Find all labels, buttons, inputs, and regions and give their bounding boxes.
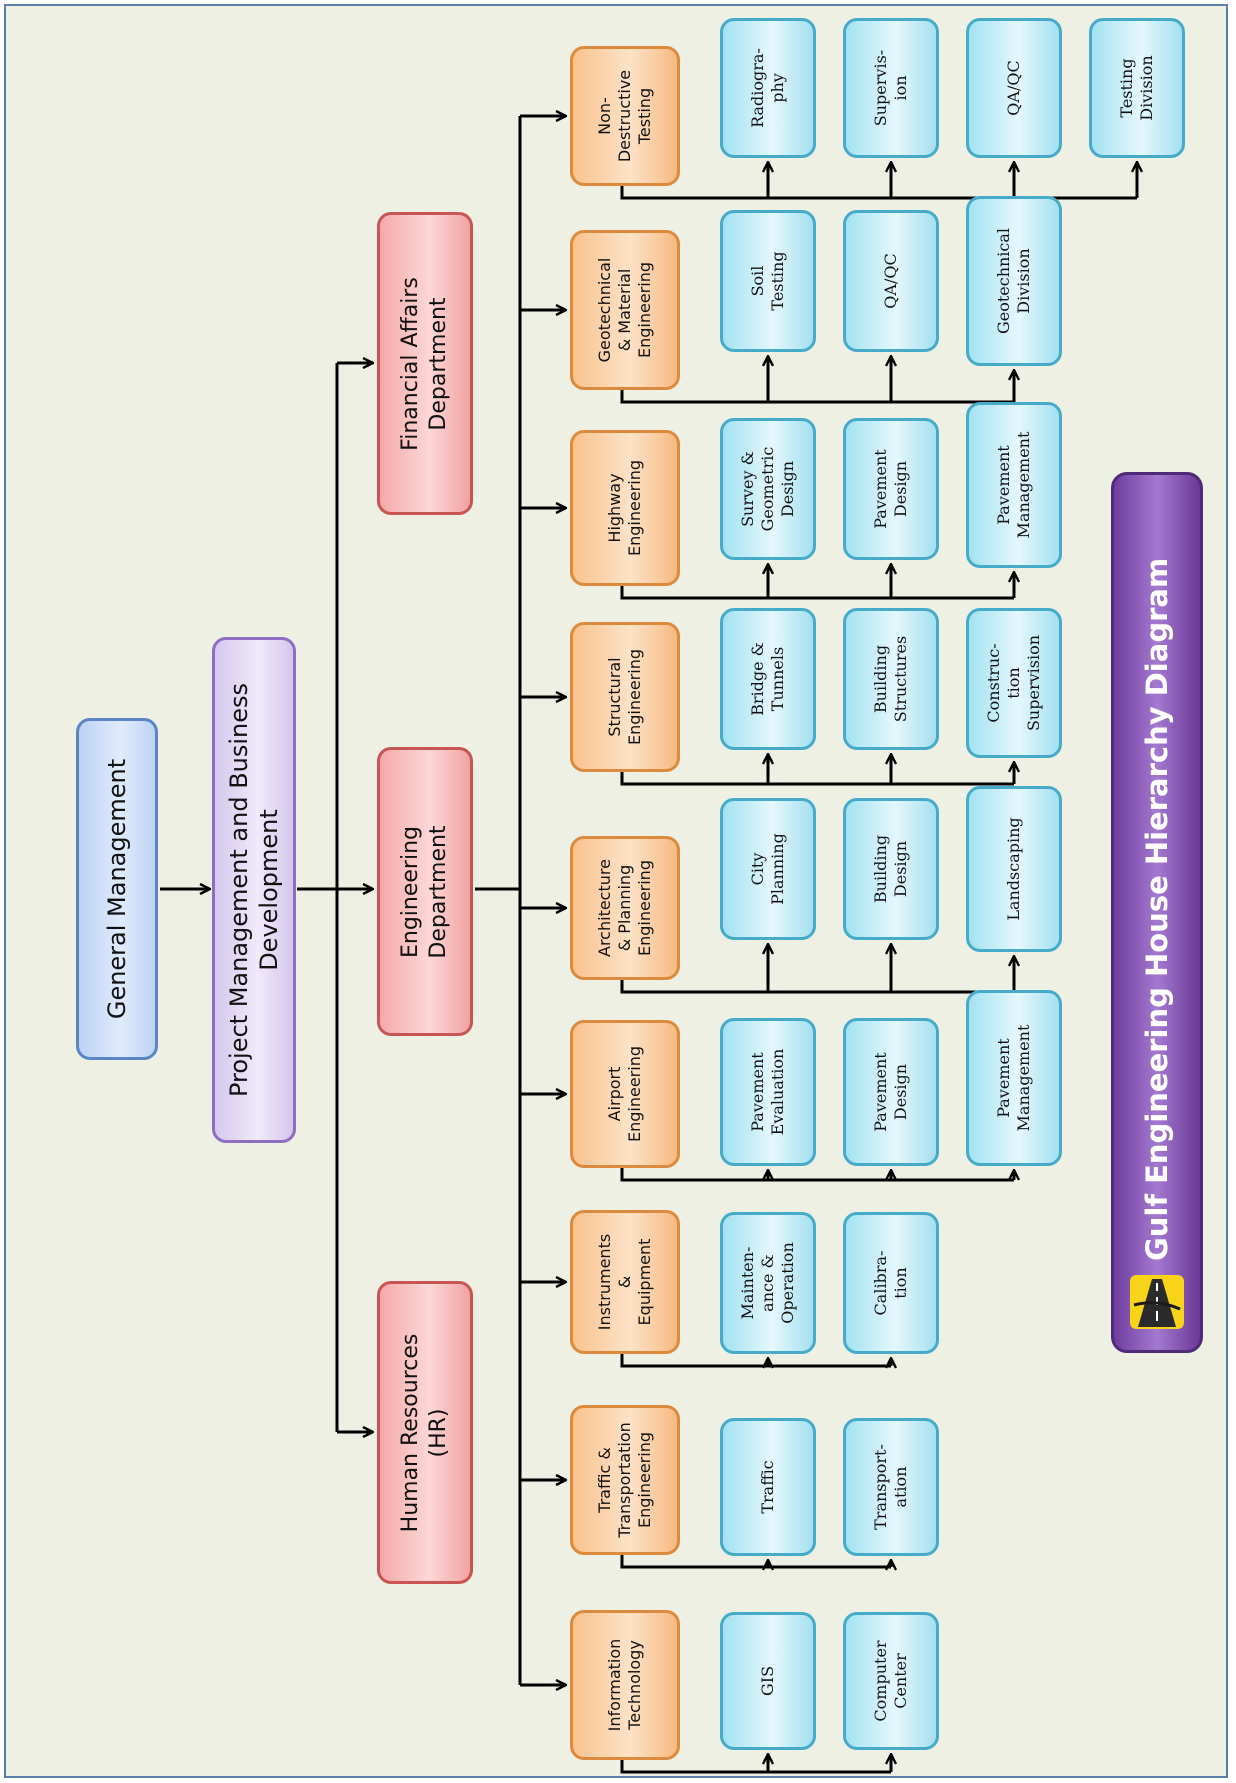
connector-bus-structural — [620, 772, 1014, 786]
division-traffic-label: Traffic & Transportation Engineering — [595, 1422, 654, 1538]
unit-ndt-1: Supervis- ion — [843, 18, 939, 158]
unit-structural-0: Bridge & Tunnels — [720, 608, 816, 750]
unit-architecture-0-label: City Planning — [748, 833, 787, 905]
unit-ndt-3-label: Testing Division — [1117, 55, 1156, 121]
general-management-box: General Management — [76, 718, 158, 1060]
connector-bus-geotechnical — [620, 390, 1014, 404]
road-logo-icon — [1130, 1274, 1184, 1329]
unit-geotechnical-1: QA/QC — [843, 210, 939, 352]
general-management-box-label: General Management — [103, 758, 131, 1020]
project-management-box-label: Project Management and Business Developm… — [225, 682, 283, 1098]
unit-airport-0: Pavement Evaluation — [720, 1018, 816, 1166]
unit-instruments-0: Mainten- ance & Operation — [720, 1212, 816, 1354]
unit-airport-2-label: Pavement Management — [994, 1024, 1033, 1132]
division-ndt-label: Non- Destructive Testing — [595, 69, 654, 163]
connector-bus-airport — [620, 1168, 1014, 1182]
division-structural-label: Structural Engineering — [605, 649, 644, 745]
division-highway-label: Highway Engineering — [605, 460, 644, 556]
division-airport: Airport Engineering — [570, 1020, 680, 1168]
unit-architecture-1-label: Building Design — [871, 834, 910, 904]
department-engineering-label: Engineering Department — [398, 824, 451, 959]
unit-architecture-2: Landscaping — [966, 786, 1062, 952]
division-ndt: Non- Destructive Testing — [570, 46, 680, 186]
unit-geotechnical-2-label: Geotechnical Division — [994, 227, 1033, 335]
unit-geotechnical-1-label: QA/QC — [881, 253, 900, 309]
unit-highway-0: Survey & Geometric Design — [720, 418, 816, 560]
unit-it-1-label: Computer Center — [871, 1640, 910, 1722]
division-architecture-label: Architecture & Planning Engineering — [595, 859, 654, 957]
connector-bus-ndt — [620, 186, 1137, 200]
department-hr-label: Human Resources (HR) — [398, 1333, 451, 1532]
unit-structural-2: Construc- tion Supervision — [966, 608, 1062, 758]
unit-ndt-2: QA/QC — [966, 18, 1062, 158]
unit-highway-1: Pavement Design — [843, 418, 939, 560]
unit-ndt-2-label: QA/QC — [1004, 60, 1023, 116]
unit-airport-1-label: Pavement Design — [871, 1052, 910, 1132]
unit-traffic-0-label: Traffic — [758, 1460, 777, 1514]
unit-traffic-1-label: Transport- ation — [871, 1444, 910, 1530]
unit-it-0: GIS — [720, 1612, 816, 1750]
department-hr: Human Resources (HR) — [377, 1281, 473, 1584]
unit-ndt-1-label: Supervis- ion — [871, 49, 910, 127]
division-highway: Highway Engineering — [570, 430, 680, 586]
unit-instruments-1: Calibra- tion — [843, 1212, 939, 1354]
unit-highway-2-label: Pavement Management — [994, 431, 1033, 539]
unit-highway-2: Pavement Management — [966, 402, 1062, 568]
unit-it-0-label: GIS — [758, 1665, 777, 1697]
diagram-title: Gulf Engineering House Hierarchy Diagram — [1140, 557, 1174, 1261]
unit-traffic-0: Traffic — [720, 1418, 816, 1556]
division-traffic: Traffic & Transportation Engineering — [570, 1405, 680, 1555]
unit-airport-2: Pavement Management — [966, 990, 1062, 1166]
department-financial-label: Financial Affairs Department — [398, 276, 451, 451]
unit-geotechnical-2: Geotechnical Division — [966, 196, 1062, 366]
department-engineering: Engineering Department — [377, 747, 473, 1036]
division-airport-label: Airport Engineering — [605, 1046, 644, 1142]
division-instruments-label: Instruments & Equipment — [595, 1233, 654, 1331]
project-management-box: Project Management and Business Developm… — [212, 637, 296, 1143]
unit-architecture-2-label: Landscaping — [1004, 817, 1023, 921]
division-geotechnical: Geotechnical & Material Engineering — [570, 230, 680, 390]
division-architecture: Architecture & Planning Engineering — [570, 836, 680, 980]
unit-highway-1-label: Pavement Design — [871, 449, 910, 529]
unit-instruments-0-label: Mainten- ance & Operation — [738, 1242, 797, 1324]
unit-ndt-0-label: Radiogra- phy — [748, 48, 787, 128]
department-financial: Financial Affairs Department — [377, 212, 473, 515]
unit-ndt-0: Radiogra- phy — [720, 18, 816, 158]
connector-bus-instruments — [620, 1354, 891, 1368]
unit-structural-1: Building Structures — [843, 608, 939, 750]
connector-bus-traffic — [620, 1555, 891, 1569]
unit-architecture-0: City Planning — [720, 798, 816, 940]
connector-bus-it — [620, 1760, 891, 1774]
connector-bus-architecture — [620, 980, 1014, 994]
unit-instruments-1-label: Calibra- tion — [871, 1250, 910, 1316]
unit-ndt-3: Testing Division — [1089, 18, 1185, 158]
division-instruments: Instruments & Equipment — [570, 1210, 680, 1354]
unit-it-1: Computer Center — [843, 1612, 939, 1750]
division-structural: Structural Engineering — [570, 622, 680, 772]
division-it-label: Information Technology — [605, 1638, 644, 1732]
unit-structural-1-label: Building Structures — [871, 635, 910, 723]
unit-architecture-1: Building Design — [843, 798, 939, 940]
connector-bus-highway — [620, 586, 1014, 600]
unit-highway-0-label: Survey & Geometric Design — [738, 446, 797, 532]
unit-airport-1: Pavement Design — [843, 1018, 939, 1166]
unit-structural-2-label: Construc- tion Supervision — [984, 634, 1043, 732]
division-geotechnical-label: Geotechnical & Material Engineering — [595, 257, 654, 363]
unit-structural-0-label: Bridge & Tunnels — [748, 642, 787, 716]
unit-geotechnical-0: Soil Testing — [720, 210, 816, 352]
unit-traffic-1: Transport- ation — [843, 1418, 939, 1556]
unit-airport-0-label: Pavement Evaluation — [748, 1048, 787, 1136]
diagram-title-banner: Gulf Engineering House Hierarchy Diagram — [1111, 472, 1203, 1353]
division-it: Information Technology — [570, 1610, 680, 1760]
unit-geotechnical-0-label: Soil Testing — [748, 251, 787, 311]
